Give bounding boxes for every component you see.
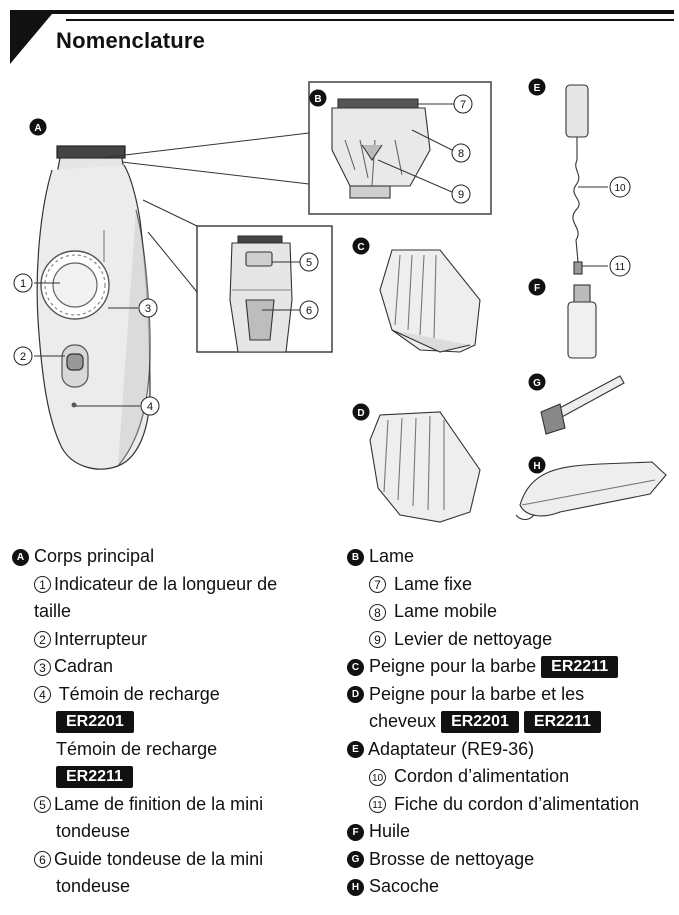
- legend-item-1-cont: taille: [34, 601, 72, 621]
- legend-item-7: 7 Lame fixe: [347, 571, 672, 599]
- blade-illustration: [331, 98, 431, 199]
- callout-1: 1: [20, 278, 26, 290]
- legend-item-4b: Témoin de recharge: [56, 738, 218, 759]
- badge-e-icon: E: [347, 741, 364, 759]
- badge-f-icon: F: [347, 823, 364, 841]
- legend-f: F Huile: [347, 818, 672, 846]
- legend-item-10: 10 Cordon d’alimentation: [347, 763, 672, 791]
- badge-g: G: [533, 378, 541, 389]
- legend-h: H Sacoche: [347, 873, 672, 901]
- callout-6: 6: [306, 305, 312, 317]
- legend-item-11: 11 Fiche du cordon d’alimentation: [347, 791, 672, 819]
- legend-item-5-cont: tondeuse: [56, 821, 131, 841]
- badge-f: F: [534, 283, 540, 294]
- model-tag-er2211-c: ER2211: [541, 656, 619, 679]
- legend-g: G Brosse de nettoyage: [347, 846, 672, 874]
- model-tag-er2201: ER2201: [56, 711, 134, 734]
- legend-d: D Peigne pour la barbe et les: [347, 681, 672, 709]
- legend-a: A Corps principal: [12, 543, 332, 571]
- legend-item-6-cont: tondeuse: [56, 876, 131, 896]
- callout-10: 10: [614, 183, 626, 194]
- legend-item-9: 9 Levier de nettoyage: [347, 626, 672, 654]
- badge-h-icon: H: [347, 878, 364, 896]
- callout-8: 8: [458, 148, 464, 160]
- legend-c: C Peigne pour la barbe ER2211: [347, 653, 672, 681]
- beard-comb-illustration: [379, 249, 481, 353]
- callout-5: 5: [306, 257, 312, 269]
- model-tag-er2211: ER2211: [56, 766, 133, 789]
- right-legend: B Lame 7 Lame fixe 8 Lame mobile 9 Levie…: [347, 543, 672, 901]
- badge-c-icon: C: [347, 658, 364, 676]
- badge-c: C: [357, 242, 364, 253]
- badge-a: A: [34, 123, 41, 134]
- nomenclature-illustration: A B E C F G D H 1 3 2 4 5 6 7 8 9 10: [13, 78, 667, 523]
- badge-d: D: [357, 408, 364, 419]
- model-tag-er2201-d: ER2201: [441, 711, 519, 734]
- cleaning-brush-illustration: [540, 375, 625, 435]
- legend-item-4-tag: ER2201: [12, 708, 332, 736]
- oil-bottle-illustration: [567, 284, 597, 359]
- page-title: Nomenclature: [56, 28, 206, 53]
- pouch-illustration: [515, 461, 667, 521]
- callout-7: 7: [460, 99, 466, 111]
- mini-trimmer-illustration: [229, 235, 293, 353]
- badge-b: B: [314, 94, 321, 105]
- beard-hair-comb-illustration: [369, 411, 481, 523]
- legend-d-cont: cheveux ER2201 ER2211: [347, 708, 672, 736]
- legend-item-4b-tag: ER2211: [12, 763, 332, 791]
- trimmer-body-illustration: [36, 145, 151, 470]
- model-tag-er2211-d: ER2211: [523, 711, 601, 734]
- callout-3: 3: [145, 303, 151, 315]
- badge-d-icon: D: [347, 686, 364, 704]
- header-corner-triangle: [10, 14, 52, 64]
- callout-9: 9: [458, 189, 464, 201]
- legend-item-8: 8 Lame mobile: [347, 598, 672, 626]
- illustration-callouts: 1 3 2 4 5 6 7 8 9 10 11: [13, 94, 631, 416]
- legend-e: E Adaptateur (RE9-36): [347, 736, 672, 764]
- badge-g-icon: G: [347, 851, 364, 869]
- callout-11: 11: [615, 262, 626, 273]
- badge-e: E: [534, 83, 541, 94]
- badge-h: H: [533, 461, 540, 472]
- adapter-illustration: [565, 84, 589, 275]
- callout-4: 4: [147, 401, 153, 413]
- legend-b: B Lame: [347, 543, 672, 571]
- legend-item-4: 4 Témoin de recharge: [12, 681, 332, 709]
- badge-b-icon: B: [347, 548, 364, 566]
- callout-2: 2: [20, 351, 26, 363]
- illustration-badges: A B E C F G D H: [29, 78, 546, 474]
- header-rule-thick: [10, 10, 674, 14]
- header-rule-thin: [66, 19, 674, 21]
- badge-a-icon: A: [12, 548, 29, 566]
